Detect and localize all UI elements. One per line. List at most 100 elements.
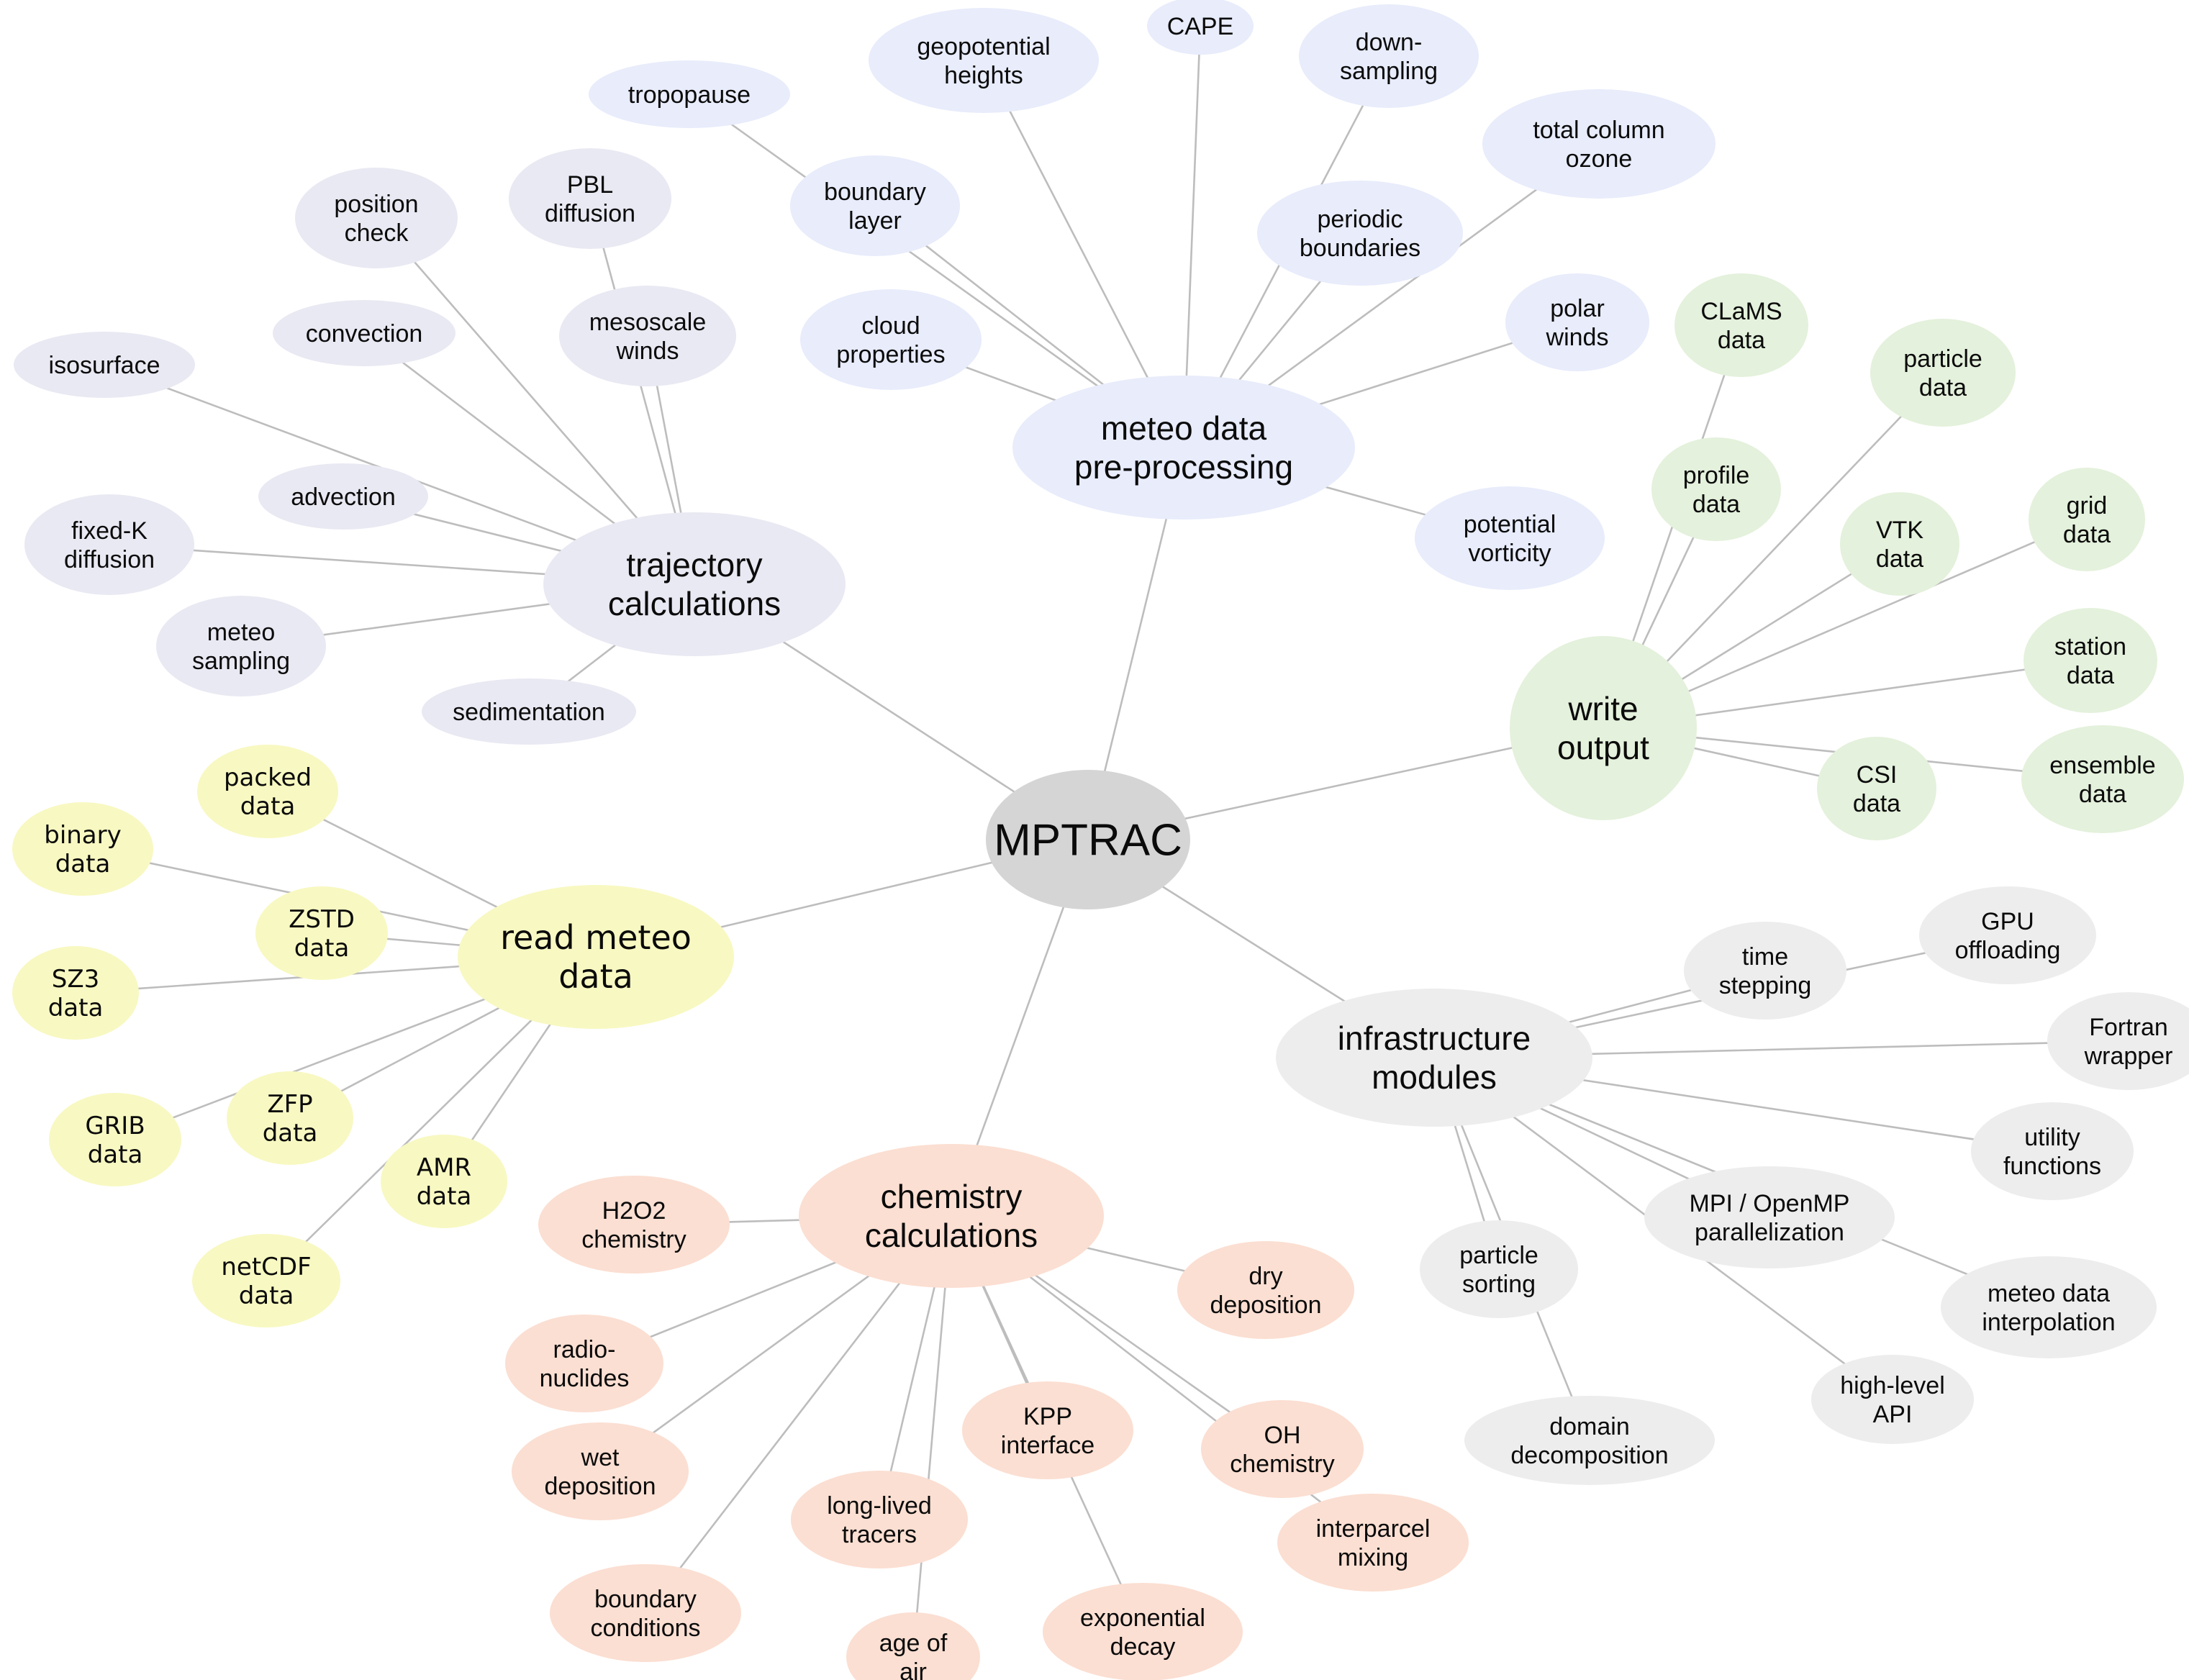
leaf-ellipse: [192, 1234, 340, 1327]
leaf-ellipse: [791, 1471, 968, 1568]
leaf-ellipse: [24, 494, 194, 595]
leaf-ellipse: [295, 168, 458, 268]
leaf-ellipse: [422, 678, 636, 745]
leaf-ellipse: [197, 745, 338, 838]
leaf-ellipse: [1684, 922, 1846, 1020]
node-isosurface: isosurface: [14, 332, 195, 398]
leaf-label: isosurface: [49, 352, 160, 379]
leaf-ellipse: [255, 886, 388, 980]
leaf-ellipse: [49, 1093, 181, 1186]
leaf-ellipse: [509, 148, 671, 249]
leaf-ellipse: [2029, 468, 2145, 571]
node-sedimentation: sedimentation: [422, 678, 636, 745]
leaf-ellipse: [1147, 0, 1254, 55]
node-convection: convection: [273, 300, 456, 366]
leaf-ellipse: [512, 1422, 689, 1520]
hub-ellipse: [799, 1144, 1104, 1288]
leaf-ellipse: [1811, 1355, 1974, 1444]
leaf-ellipse: [962, 1381, 1133, 1479]
leaf-ellipse: [1257, 181, 1463, 286]
leaf-ellipse: [12, 946, 139, 1040]
leaf-ellipse: [1971, 1102, 2134, 1200]
node-mptrac: MPTRAC: [986, 770, 1190, 909]
leaf-ellipse: [1415, 486, 1605, 590]
leaf-ellipse: [1420, 1220, 1578, 1318]
leaf-label: CAPE: [1167, 13, 1234, 40]
node-tropopause: tropopause: [589, 60, 790, 128]
leaf-ellipse: [12, 802, 153, 896]
hub-ellipse: [1012, 376, 1355, 519]
leaf-ellipse: [559, 286, 736, 386]
hub-ellipse: [543, 512, 846, 656]
leaf-ellipse: [1482, 89, 1716, 199]
leaf-ellipse: [869, 8, 1099, 113]
leaf-ellipse: [589, 60, 790, 128]
leaf-ellipse: [1505, 273, 1649, 371]
leaf-ellipse: [273, 300, 456, 366]
leaf-ellipse: [846, 1612, 980, 1680]
leaf-ellipse: [381, 1135, 507, 1228]
leaf-ellipse: [1870, 319, 2016, 427]
leaf-ellipse: [2047, 992, 2189, 1090]
node-advection: advection: [258, 463, 428, 530]
leaf-ellipse: [1941, 1256, 2157, 1358]
center-ellipse: [986, 770, 1190, 909]
leaf-ellipse: [1817, 737, 1936, 840]
leaf-ellipse: [505, 1315, 663, 1412]
leaf-ellipse: [800, 289, 982, 390]
